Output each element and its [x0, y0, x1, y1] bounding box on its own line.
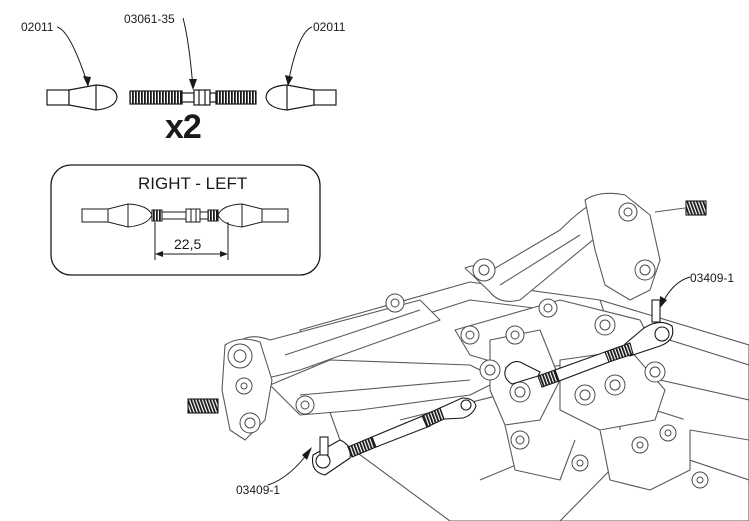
callout-label-rod-end-left: 02011 — [21, 20, 54, 34]
inset-assembled-link — [81, 203, 289, 228]
rod-end-right-part — [265, 84, 337, 111]
callout-label-rod-end-right: 02011 — [313, 20, 346, 34]
installed-link-left — [311, 397, 477, 476]
installed-link-right — [504, 299, 674, 388]
rod-end-left-part — [46, 84, 118, 111]
bearings — [227, 202, 709, 489]
dimension-arrows — [155, 251, 228, 257]
inset-title: RIGHT - LEFT — [138, 174, 248, 193]
dimension-line — [154, 222, 229, 260]
quantity-label: x2 — [165, 108, 202, 146]
callout-label-turnbuckle: 03061-35 — [124, 12, 175, 26]
callout-label-ball-link-left: 03409-1 — [236, 483, 281, 497]
dimension-value: 22,5 — [174, 236, 202, 252]
callout-label-ball-link-right: 03409-1 — [690, 271, 735, 285]
callout-arrowheads — [83, 75, 667, 460]
turnbuckle-part — [129, 89, 257, 106]
stub-axles — [187, 200, 707, 414]
